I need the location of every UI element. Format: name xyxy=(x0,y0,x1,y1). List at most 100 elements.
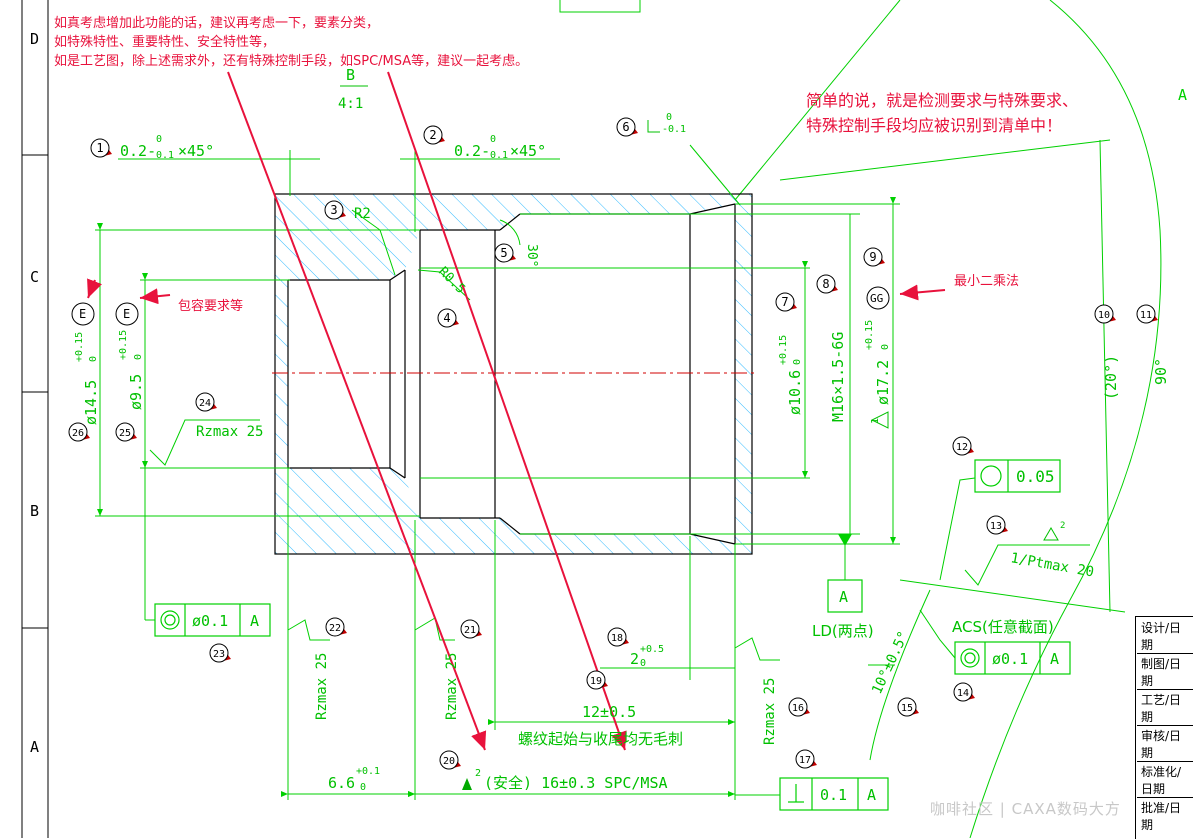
balloon-7: 7 xyxy=(775,292,797,312)
envelope-e2: E xyxy=(123,307,130,321)
balloon-label: 6 xyxy=(622,120,629,134)
zone-label-b: B xyxy=(30,502,39,520)
angle-90: 90° xyxy=(1152,358,1170,385)
balloon-4: 4 xyxy=(437,308,459,328)
note-top-line1: 如真考虑增加此功能的话，建议再考虑一下，要素分类， xyxy=(54,16,380,31)
len-6-6: 6.6 xyxy=(328,774,355,792)
balloon-label: 23 xyxy=(213,649,225,660)
red-arrows xyxy=(87,71,946,751)
title-block-row3: 工艺/日期 xyxy=(1137,690,1193,726)
len-2-tol: +0.5 xyxy=(640,644,664,655)
safety-sup: 2 xyxy=(475,768,481,779)
balloon-label: 4 xyxy=(443,311,450,325)
balloon-label: 3 xyxy=(330,203,337,217)
roughness-b3: Rzmax 25 xyxy=(762,678,778,745)
balloon-13: 13 xyxy=(986,515,1008,535)
chamfer-right-tol-low: 0.1 xyxy=(490,150,508,161)
angle-arcs xyxy=(559,0,1162,838)
balloon-label: 19 xyxy=(590,676,602,687)
balloon-label: 17 xyxy=(799,755,811,766)
ld-note: LD(两点) xyxy=(812,622,874,640)
balloon-24: 24 xyxy=(195,392,217,412)
perp-datum: A xyxy=(867,786,876,804)
dimension-lines xyxy=(95,144,1090,800)
radius-r2: R2 xyxy=(354,206,371,222)
part-section xyxy=(272,193,755,555)
delta-sup-right: 2 xyxy=(1060,521,1065,531)
balloon-17: 17 xyxy=(795,749,817,769)
balloon-20: 20 xyxy=(439,750,461,770)
detail-label: B xyxy=(346,66,355,84)
datum-a-triangle xyxy=(838,534,852,546)
envelope-e1: E xyxy=(79,307,86,321)
dia-9-5: ø9.5 xyxy=(127,374,145,410)
dia-10-6-tol: +0.15 xyxy=(778,335,789,365)
watermark: 咖啡社区 | CAXA数码大方 xyxy=(930,800,1121,818)
thread-spec: M16×1.5-6G xyxy=(829,332,847,422)
note-envelope: 包容要求等 xyxy=(178,299,244,314)
balloon-label: 1 xyxy=(96,141,103,155)
angle-20: (20°) xyxy=(1102,355,1120,400)
dia-17-2-tol: +0.15 xyxy=(864,320,875,350)
note-top: 如真考虑增加此功能的话，建议再考虑一下，要素分类， 如特殊特性、重要特性、安全特… xyxy=(54,14,614,71)
chamfer-left-main: 0.2- xyxy=(120,142,156,160)
chamfer-left-tol-up: 0 xyxy=(156,134,162,145)
balloon-15: 15 xyxy=(897,697,919,717)
balloon-26: 26 xyxy=(68,422,90,442)
balloon-11: 11 xyxy=(1136,304,1158,324)
len-12: 12±0.5 xyxy=(582,703,636,721)
chamfer-left-tol-low: 0.1 xyxy=(156,150,174,161)
balloon-label: 14 xyxy=(957,688,969,699)
envelope-marks xyxy=(71,286,890,326)
acs-note: ACS(任意截面) xyxy=(952,618,1054,636)
balloon-label: 21 xyxy=(464,625,476,636)
balloon-2: 2 xyxy=(423,125,445,145)
balloon-label: 22 xyxy=(329,623,341,634)
chamfer-right-main: 0.2- xyxy=(454,142,490,160)
note-top-line2: 如特殊特性、重要特性、安全特性等， xyxy=(54,35,276,50)
zone-label-a-right: A xyxy=(1178,86,1187,104)
balloon-21: 21 xyxy=(460,619,482,639)
dia-17-2: ø17.2 xyxy=(874,360,892,405)
dia-14-5-tol: +0.15 xyxy=(74,332,85,362)
balloon-label: 2 xyxy=(429,128,436,142)
title-block-row2: 制图/日期 xyxy=(1137,654,1193,690)
concentric-left-datum: A xyxy=(250,612,259,630)
perp-tol-up: 0 xyxy=(666,112,672,123)
chamfer-left-angle: ×45° xyxy=(178,142,214,160)
balloon-label: 25 xyxy=(119,428,131,439)
dia-10-6: ø10.6 xyxy=(786,370,804,415)
balloon-label: 11 xyxy=(1140,310,1152,321)
safety-triangle-icon xyxy=(462,778,472,790)
dia-9-5-tol0: 0 xyxy=(133,354,144,360)
balloon-23: 23 xyxy=(209,643,231,663)
balloon-1: 1 xyxy=(90,138,112,158)
title-block xyxy=(1135,616,1193,839)
envelope-gg: GG xyxy=(870,292,883,305)
note-right-line2: 特殊控制手段均应被识别到清单中！ xyxy=(806,116,1063,135)
title-block-row5: 标准化/日期 xyxy=(1137,762,1193,798)
coaxial-right-datum: A xyxy=(1050,650,1059,668)
note-top-line3: 如是工艺图，除上述需求外，还有特殊控制手段，如SPC/MSA等，建议一起考虑。 xyxy=(54,54,529,69)
balloon-label: 20 xyxy=(443,756,455,767)
coaxial-right-value: ø0.1 xyxy=(992,650,1028,668)
balloon-label: 24 xyxy=(199,398,211,409)
tolerance-frames xyxy=(154,459,1071,811)
perp-tol-low: -0.1 xyxy=(662,124,686,135)
note-right: 简单的说，就是检测要求与特殊要求、 特殊控制手段均应被识别到清单中！ xyxy=(806,88,1126,138)
balloon-label: 26 xyxy=(72,428,84,439)
perp-value: 0.1 xyxy=(820,786,847,804)
dia-14-5-tol0: 0 xyxy=(88,356,99,362)
len-6-6-tol0: 0 xyxy=(360,782,366,793)
zone-label-a: A xyxy=(30,738,39,756)
balloon-16: 16 xyxy=(788,697,810,717)
chamfer-right-tol-up: 0 xyxy=(490,134,496,145)
len-2: 2 xyxy=(630,650,639,668)
title-block-row4: 审核/日期 xyxy=(1137,726,1193,762)
balloon-3: 3 xyxy=(324,200,346,220)
safety-len: (安全) 16±0.3 SPC/MSA xyxy=(484,774,668,792)
roughness-left: Rzmax 25 xyxy=(196,424,263,440)
dia-10-6-tol0: 0 xyxy=(792,359,803,365)
